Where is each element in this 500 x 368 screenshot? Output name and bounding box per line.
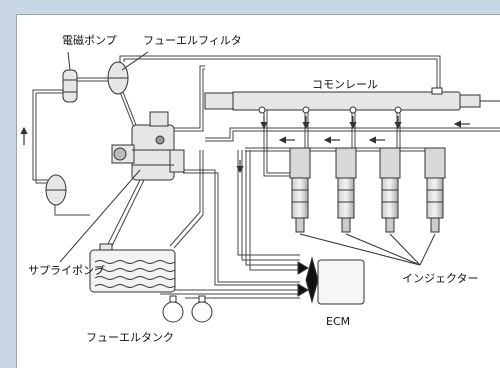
sensor-1 [162,295,184,323]
fuel-tank [89,243,176,293]
supply-pump [111,111,185,181]
injector-label: インジェクター [402,272,479,285]
sensor-2 [191,295,213,323]
label-leaders [59,51,149,263]
injector-leaders [299,233,436,266]
fuel-filter-label: フューエルフィルタ [143,34,242,47]
ecm-label: ECM [326,315,351,328]
ecm-unit [297,256,365,305]
injector-3 [379,147,401,233]
injector-2 [335,147,357,233]
fuel-filter [107,61,129,95]
fuel-tank-label: フューエルタンク [86,331,174,344]
magnetic-pump-label: 電磁ポンプ [62,34,117,47]
arrow-icon [20,116,470,174]
injector-4 [424,147,446,233]
magnetic-pump [62,69,78,103]
lower-filter [45,174,67,206]
common-rail-label: コモンレール [312,78,378,91]
supply-pump-label: サプライポンプ [28,264,105,277]
common-rail [204,87,500,114]
diagram-panel [16,14,500,368]
injector-1 [289,147,311,233]
